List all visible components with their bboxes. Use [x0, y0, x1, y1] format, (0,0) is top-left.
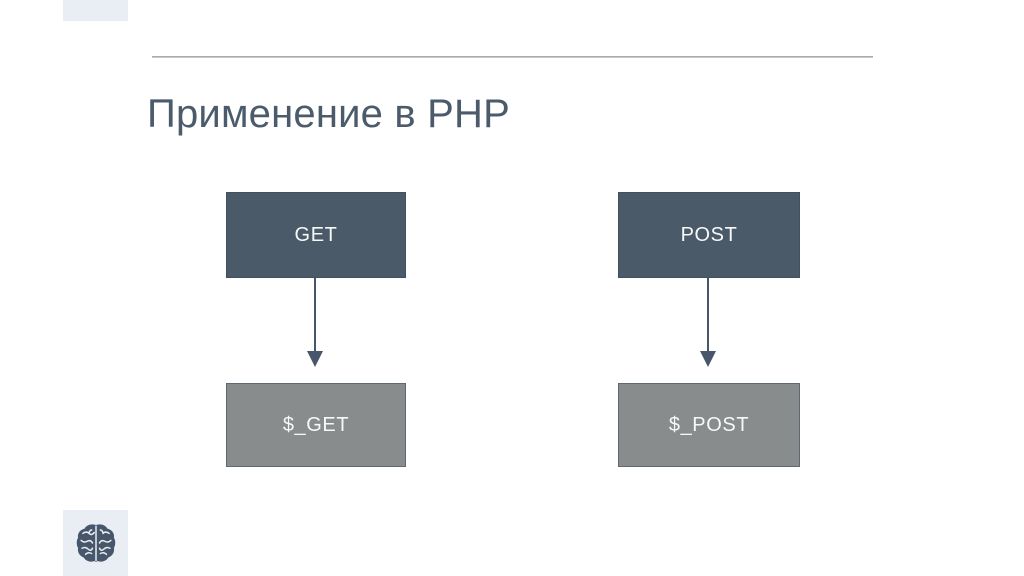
target-box-get: $_GET	[226, 383, 406, 467]
source-box-get-label: GET	[294, 223, 338, 246]
down-arrow-icon	[700, 278, 716, 367]
source-box-post: POST	[618, 192, 800, 278]
down-arrow-icon	[307, 278, 323, 367]
target-box-get-label: $_GET	[282, 413, 350, 436]
source-box-post-label: POST	[680, 223, 738, 246]
target-box-post: $_POST	[618, 383, 800, 467]
top-accent-bar	[63, 0, 128, 21]
logo-badge	[63, 510, 128, 576]
source-box-get: GET	[226, 192, 406, 278]
brain-icon	[76, 524, 115, 562]
title-divider	[152, 56, 873, 58]
slide-title: Применение в PHP	[147, 92, 511, 136]
target-box-post-label: $_POST	[668, 413, 750, 436]
